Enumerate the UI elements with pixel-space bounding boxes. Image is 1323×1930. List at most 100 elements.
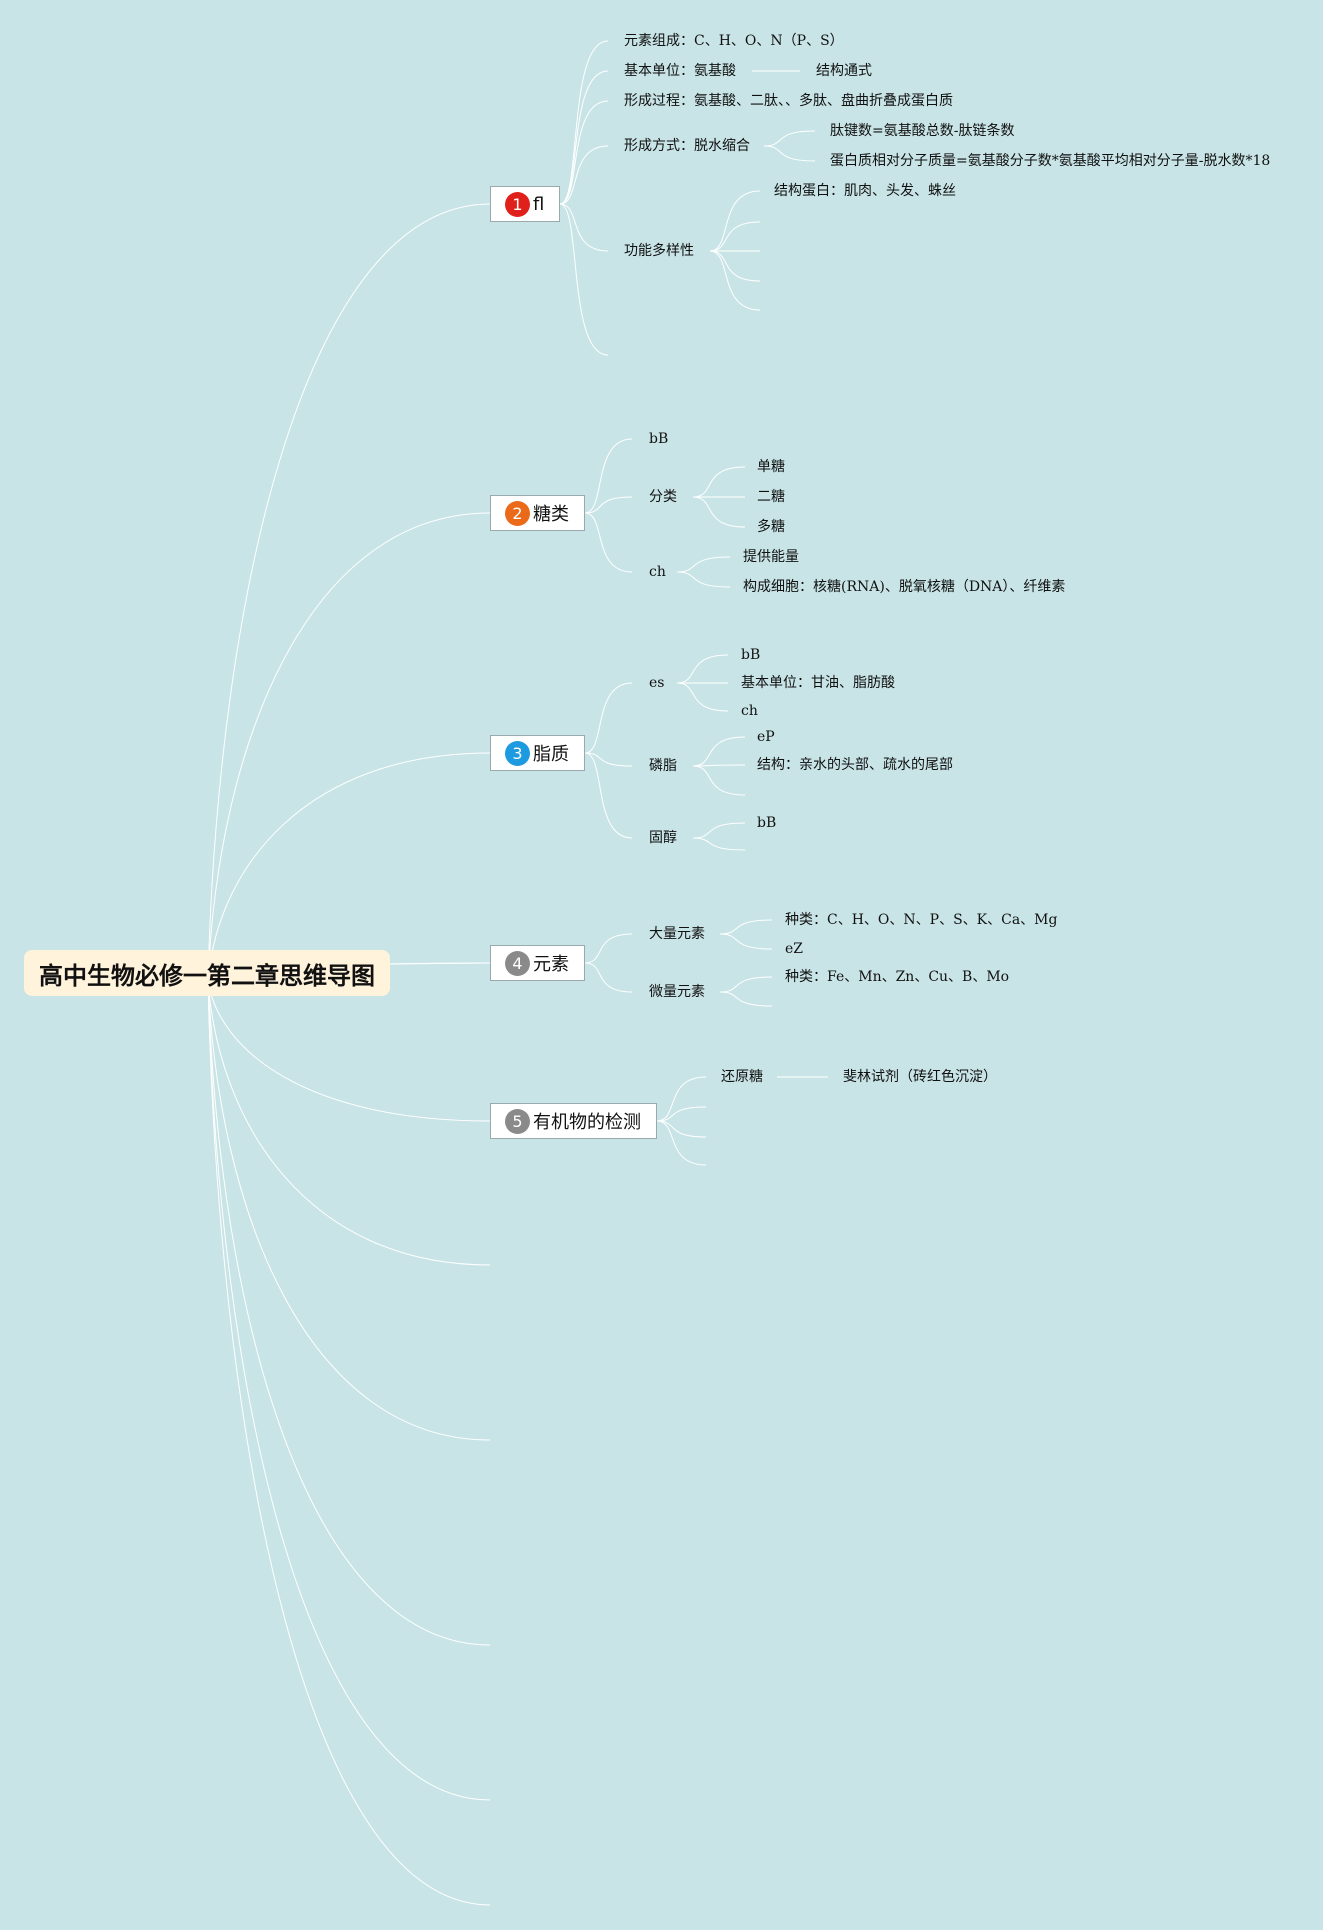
topic-lipid[interactable]: 3 脂质 xyxy=(490,735,585,771)
connector-line xyxy=(692,765,746,796)
connector-line xyxy=(656,1120,707,1166)
sugar-node[interactable]: bB xyxy=(649,431,669,447)
connector-line xyxy=(692,822,746,839)
sugar-ch-child[interactable]: 提供能量 xyxy=(743,549,799,565)
protein-unit[interactable]: 基本单位：氨基酸 xyxy=(624,63,736,79)
lipid-es[interactable]: es xyxy=(649,675,665,691)
connector-line xyxy=(584,512,633,573)
topic-label: 糖类 xyxy=(533,504,569,525)
connector-line xyxy=(656,1076,707,1122)
connector-line xyxy=(207,203,491,981)
detect-reducing-sugar-child[interactable]: 斐林试剂（砖红色沉淀） xyxy=(843,1069,997,1085)
topic-detection[interactable]: 5 有机物的检测 xyxy=(490,1103,657,1139)
connector-line xyxy=(656,1106,707,1122)
sugar-classify-child[interactable]: 二糖 xyxy=(757,489,785,505)
connector-line xyxy=(207,979,491,1906)
protein-method-child[interactable]: 蛋白质相对分子质量=氨基酸分子数*氨基酸平均相对分子量-脱水数*18 xyxy=(830,153,1271,169)
connector-line xyxy=(719,933,773,950)
connector-line xyxy=(709,250,761,282)
connector-line xyxy=(207,512,491,981)
number-badge-icon: 3 xyxy=(505,740,530,766)
detect-reducing-sugar[interactable]: 还原糖 xyxy=(721,1069,763,1085)
connector-line xyxy=(676,654,729,684)
protein-method[interactable]: 形成方式：脱水缩合 xyxy=(624,138,750,154)
connector-line xyxy=(207,979,491,1441)
topic-label: 有机物的检测 xyxy=(533,1112,641,1133)
connector-line xyxy=(719,991,773,1007)
connector-line xyxy=(709,221,761,252)
connector-line xyxy=(692,466,746,498)
connector-line xyxy=(676,682,729,712)
connector-line xyxy=(559,100,609,205)
topic-label: 脂质 xyxy=(533,744,569,765)
lipid-sterol[interactable]: 固醇 xyxy=(649,830,677,846)
connector-line xyxy=(692,837,746,851)
connector-line xyxy=(389,962,491,965)
connector-line xyxy=(692,496,746,528)
topic-label: 元素 xyxy=(533,954,569,975)
connector-line xyxy=(207,979,491,1122)
topic-element[interactable]: 4 元素 xyxy=(490,945,585,981)
number-badge-icon: 1 xyxy=(505,191,530,217)
protein-method-child[interactable]: 肽键数=氨基酸总数-肽链条数 xyxy=(830,123,1015,139)
lipid-es-child[interactable]: 基本单位：甘油、脂肪酸 xyxy=(741,675,895,691)
sugar-classify-child[interactable]: 多糖 xyxy=(757,519,785,535)
connector-line xyxy=(584,682,633,754)
connector-line xyxy=(676,571,731,588)
connector-line xyxy=(584,496,633,514)
protein-function-child[interactable]: 结构蛋白：肌肉、头发、蛛丝 xyxy=(774,183,956,199)
connector-line xyxy=(584,752,633,767)
sugar-classify[interactable]: 分类 xyxy=(649,489,677,505)
connector-line xyxy=(692,736,746,767)
protein-function[interactable]: 功能多样性 xyxy=(624,243,694,259)
root-node[interactable]: 高中生物必修一第二章思维导图 xyxy=(24,950,390,996)
element-macro[interactable]: 大量元素 xyxy=(649,926,705,942)
lipid-sterol-child[interactable]: bB xyxy=(757,815,777,831)
connector-line xyxy=(584,933,633,964)
topic-label: fl xyxy=(533,193,545,215)
lipid-phospholipid-child[interactable]: eP xyxy=(757,729,775,745)
connector-line xyxy=(559,203,609,356)
connector-line xyxy=(763,130,816,147)
connector-line xyxy=(584,962,633,993)
connector-line xyxy=(559,40,609,205)
protein-unit-formula[interactable]: 结构通式 xyxy=(816,63,872,79)
lipid-es-child[interactable]: bB xyxy=(741,647,761,663)
connector-line xyxy=(584,438,633,514)
connector-line xyxy=(207,979,491,1801)
number-badge-icon: 5 xyxy=(505,1108,530,1134)
connector-line xyxy=(207,979,491,1266)
connector-line xyxy=(207,752,491,981)
connector-line xyxy=(763,145,816,162)
connector-line xyxy=(719,976,773,993)
protein-composition[interactable]: 元素组成：C、H、O、N（P、S） xyxy=(624,33,844,49)
connector-line xyxy=(676,556,731,573)
number-badge-icon: 2 xyxy=(505,500,530,526)
element-micro[interactable]: 微量元素 xyxy=(649,984,705,1000)
connector-line xyxy=(709,190,761,252)
element-micro-child[interactable]: 种类：Fe、Mn、Zn、Cu、B、Mo xyxy=(785,969,1010,985)
connector-line xyxy=(709,250,761,311)
topic-sugar[interactable]: 2 糖类 xyxy=(490,495,585,531)
protein-process[interactable]: 形成过程：氨基酸、二肽、、多肽、盘曲折叠成蛋白质 xyxy=(624,93,953,109)
lipid-phospholipid-child[interactable]: 结构：亲水的头部、疏水的尾部 xyxy=(757,757,953,773)
connector-line xyxy=(584,752,633,839)
number-badge-icon: 4 xyxy=(505,950,530,976)
connector-line xyxy=(559,145,609,205)
element-macro-child[interactable]: eZ xyxy=(785,941,804,957)
connector-line xyxy=(692,764,746,767)
connector-line xyxy=(656,1120,707,1138)
lipid-es-child[interactable]: ch xyxy=(741,703,758,719)
topic-protein[interactable]: 1 fl xyxy=(490,186,560,222)
sugar-classify-child[interactable]: 单糖 xyxy=(757,459,785,475)
connector-line xyxy=(559,203,609,252)
element-macro-child[interactable]: 种类：C、H、O、N、P、S、K、Ca、Mg xyxy=(785,912,1058,928)
sugar-ch[interactable]: ch xyxy=(649,564,666,580)
connector-line xyxy=(559,70,609,205)
connector-line xyxy=(207,979,491,1646)
connector-line xyxy=(719,919,773,935)
sugar-ch-child[interactable]: 构成细胞：核糖(RNA)、脱氧核糖（DNA）、纤维素 xyxy=(743,579,1066,595)
lipid-phospholipid[interactable]: 磷脂 xyxy=(649,758,677,774)
